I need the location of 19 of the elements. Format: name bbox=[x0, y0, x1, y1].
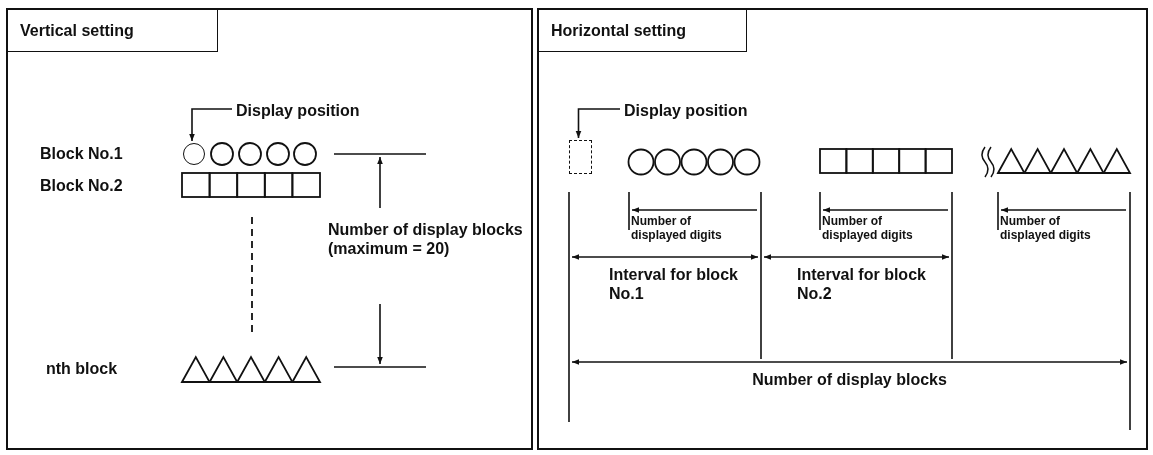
callout-text: Display position bbox=[236, 100, 360, 122]
dimension-label: Number of displayed digits bbox=[1000, 214, 1092, 242]
annotation-label: Interval for block No.1 bbox=[609, 265, 739, 303]
panel bbox=[6, 8, 533, 450]
panel-title: Horizontal setting bbox=[539, 10, 747, 52]
annotation-label: Block No.1 bbox=[40, 144, 124, 163]
annotation-label: Interval for block No.2 bbox=[797, 265, 927, 303]
panel bbox=[537, 8, 1148, 450]
dimension-label: Number of displayed digits bbox=[631, 214, 723, 242]
dimension-label: Number of displayed digits bbox=[822, 214, 914, 242]
annotation-label: Number of display blocks (maximum = 20) bbox=[328, 220, 524, 258]
panel-title: Vertical setting bbox=[8, 10, 218, 52]
callout-text: Display position bbox=[624, 100, 748, 122]
annotation-label: Block No.2 bbox=[40, 176, 124, 195]
dashed-position-box bbox=[569, 140, 592, 174]
annotation-label: nth block bbox=[46, 359, 119, 378]
leader-arrow bbox=[189, 108, 233, 142]
annotation-label: Number of display blocks bbox=[751, 370, 948, 389]
leader-arrow bbox=[575, 108, 621, 139]
